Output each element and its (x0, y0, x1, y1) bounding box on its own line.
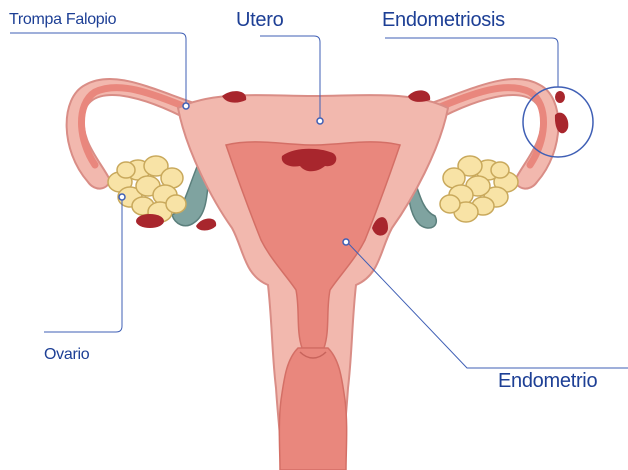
lesion (555, 91, 565, 103)
leader-line-endometrio (347, 242, 628, 368)
label-trompa-falopio: Trompa Falopio (9, 12, 116, 28)
label-utero: Utero (236, 10, 283, 30)
ovary-right (440, 156, 518, 222)
leader-line-endometriosis (385, 38, 558, 87)
leader-dot-endometrio (343, 239, 349, 245)
ovary-left (108, 156, 186, 222)
leader-dot-ovario (119, 194, 125, 200)
vaginal-canal (279, 348, 346, 470)
leader-dot-utero (317, 118, 323, 124)
label-ovario: Ovario (44, 347, 89, 363)
leader-dot-trompa (183, 103, 189, 109)
lesion (196, 219, 216, 231)
label-endometriosis: Endometriosis (382, 10, 505, 30)
lesion (136, 214, 164, 228)
label-endometrio: Endometrio (498, 371, 597, 391)
leader-line-ovario (44, 200, 122, 332)
